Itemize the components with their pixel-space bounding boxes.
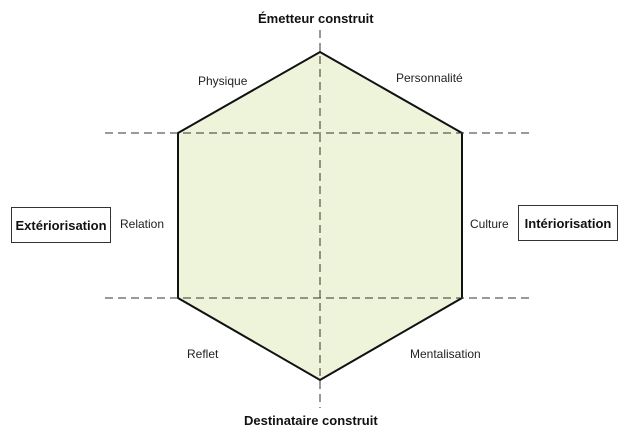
exteriorisation-box: Extériorisation (11, 207, 111, 243)
facet-mentalisation: Mentalisation (410, 347, 481, 361)
interiorisation-box: Intériorisation (518, 205, 618, 241)
facet-culture: Culture (470, 217, 509, 231)
facet-physique: Physique (198, 74, 248, 88)
facet-reflet: Reflet (187, 347, 219, 361)
facet-personnalite: Personnalité (396, 71, 463, 85)
top-title: Émetteur construit (258, 11, 374, 26)
bottom-title: Destinataire construit (244, 413, 378, 428)
facet-relation: Relation (120, 217, 165, 231)
